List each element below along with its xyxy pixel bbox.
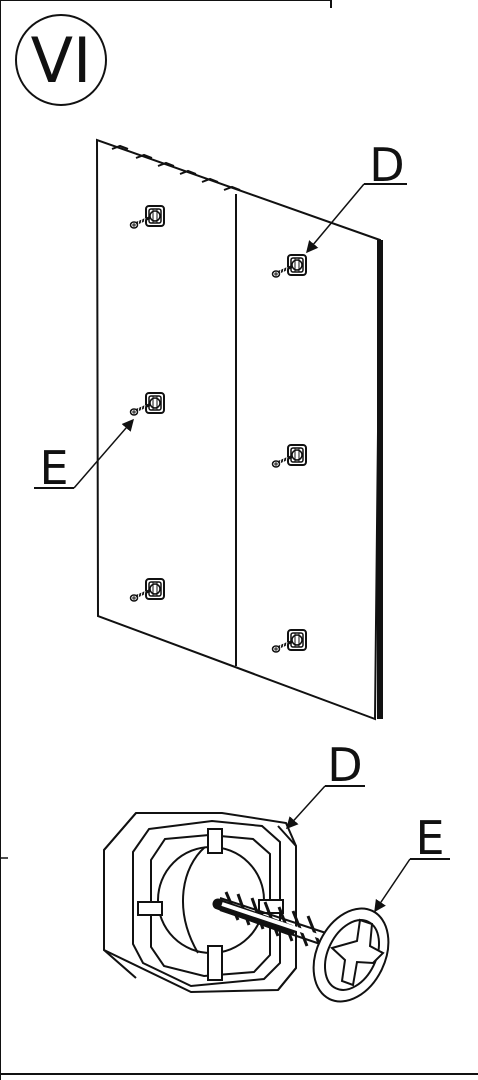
- step-badge: VI: [15, 14, 107, 106]
- callout-detail-e: E: [374, 811, 450, 913]
- callout-upper-e: E: [34, 418, 134, 495]
- callout-upper-d: D: [306, 138, 407, 254]
- detail-fitting: [103, 812, 297, 994]
- label-detail-e: E: [415, 811, 444, 865]
- label-upper-e: E: [39, 441, 68, 495]
- label-upper-d: D: [369, 138, 404, 192]
- callout-detail-d: D: [285, 738, 365, 830]
- label-detail-d: D: [327, 738, 362, 792]
- detail-screw: [212, 891, 390, 1003]
- step-number: VI: [31, 24, 92, 97]
- panel-assembly: [95, 138, 383, 721]
- panel-top-ridges: [111, 144, 241, 191]
